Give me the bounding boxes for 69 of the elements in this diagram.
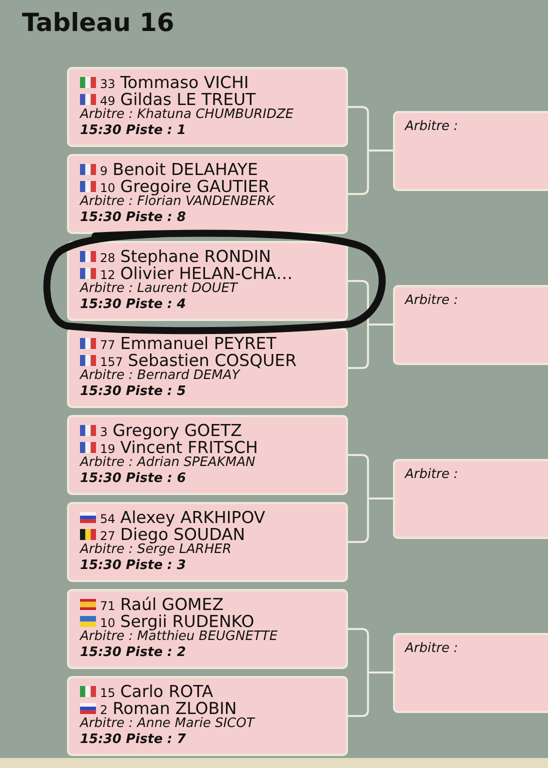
bracket-line bbox=[348, 672, 393, 717]
seed-number: 15 bbox=[100, 686, 116, 700]
match-box bbox=[67, 328, 348, 408]
seed-number: 71 bbox=[100, 598, 116, 612]
referee-text: Arbitre : Khatuna CHUMBURIDZE bbox=[80, 107, 294, 123]
seed-number: 27 bbox=[100, 528, 116, 542]
match-box bbox=[393, 284, 548, 364]
match-box bbox=[67, 502, 348, 582]
fencer-name: Sergii RUDENKO bbox=[120, 612, 254, 630]
seed-number: 9 bbox=[100, 164, 108, 178]
match-box bbox=[67, 241, 348, 321]
seed-number: 49 bbox=[100, 94, 116, 108]
match-box bbox=[67, 67, 348, 147]
fencer-name: Sebastien COSQUER bbox=[128, 352, 297, 368]
time-and-piste-text: 15:30 Piste : 6 bbox=[80, 471, 186, 487]
seed-number: 77 bbox=[100, 338, 116, 352]
time-and-piste-text: 15:30 Piste : 2 bbox=[80, 645, 186, 661]
fencer-name: Roman ZLOBIN bbox=[112, 700, 237, 716]
bracket-line bbox=[348, 150, 393, 195]
referee-text: Arbitre : Serge LARHER bbox=[80, 542, 232, 558]
seed-number: 2 bbox=[100, 702, 108, 716]
referee-text: Arbitre : bbox=[405, 640, 458, 656]
seed-number: 10 bbox=[100, 180, 116, 194]
time-and-piste-text: 15:30 Piste : 4 bbox=[80, 297, 186, 313]
seed-number: 3 bbox=[100, 424, 108, 438]
bracket-line bbox=[348, 324, 393, 369]
referee-text: Arbitre : Anne Marie SICOT bbox=[80, 716, 254, 732]
time-and-piste-text: 15:30 Piste : 1 bbox=[80, 123, 186, 139]
seed-number: 19 bbox=[100, 442, 116, 456]
time-and-piste-text: 15:30 Piste : 8 bbox=[80, 210, 186, 226]
seed-number: 10 bbox=[100, 616, 116, 630]
bracket-line bbox=[348, 498, 393, 543]
match-box bbox=[393, 632, 548, 712]
seed-number: 54 bbox=[100, 512, 116, 526]
fencer-name: Vincent FRITSCH bbox=[120, 438, 258, 456]
title: Tableau 16 bbox=[22, 7, 174, 39]
match-box bbox=[393, 110, 548, 190]
referee-text: Arbitre : Matthieu BEUGNETTE bbox=[80, 629, 278, 645]
time-and-piste-text: 15:30 Piste : 7 bbox=[80, 732, 186, 748]
match-box bbox=[67, 676, 348, 756]
fencer-name: Gildas LE TREUT bbox=[120, 90, 256, 108]
seed-number: 33 bbox=[100, 76, 116, 90]
fencer-name: Gregory GOETZ bbox=[112, 422, 242, 438]
fencer-name: Tommaso VICHI bbox=[120, 74, 249, 90]
fencer-name: Carlo ROTA bbox=[120, 682, 214, 700]
referee-text: Arbitre : Adrian SPEAKMAN bbox=[80, 455, 256, 471]
seed-number: 28 bbox=[100, 250, 116, 264]
referee-text: Arbitre : Bernard DEMAY bbox=[80, 368, 240, 384]
seed-number: 157 bbox=[100, 354, 123, 368]
match-box bbox=[67, 415, 348, 495]
time-and-piste-text: 15:30 Piste : 3 bbox=[80, 558, 186, 574]
fencer-name: Stephane RONDIN bbox=[120, 248, 271, 264]
referee-text: Arbitre : Laurent DOUET bbox=[80, 281, 238, 297]
match-box bbox=[67, 589, 348, 669]
match-box bbox=[67, 154, 348, 234]
fencer-name: Alexey ARKHIPOV bbox=[120, 508, 266, 526]
seed-number: 12 bbox=[100, 268, 116, 282]
fencer-name: Gregoire GAUTIER bbox=[120, 178, 270, 194]
fencer-name: Emmanuel PEYRET bbox=[120, 334, 276, 352]
referee-text: Arbitre : bbox=[405, 118, 458, 134]
fencer-name: Diego SOUDAN bbox=[120, 526, 246, 542]
time-and-piste-text: 15:30 Piste : 5 bbox=[80, 384, 186, 400]
match-box bbox=[393, 458, 548, 538]
fencer-name: Olivier HELAN-CHA… bbox=[120, 264, 293, 282]
referee-text: Arbitre : bbox=[405, 466, 458, 482]
fencer-name: Raúl GOMEZ bbox=[120, 596, 224, 612]
fencer-name: Benoit DELAHAYE bbox=[112, 160, 258, 178]
referee-text: Arbitre : Florian VANDENBERK bbox=[80, 194, 275, 210]
referee-text: Arbitre : bbox=[405, 292, 458, 308]
